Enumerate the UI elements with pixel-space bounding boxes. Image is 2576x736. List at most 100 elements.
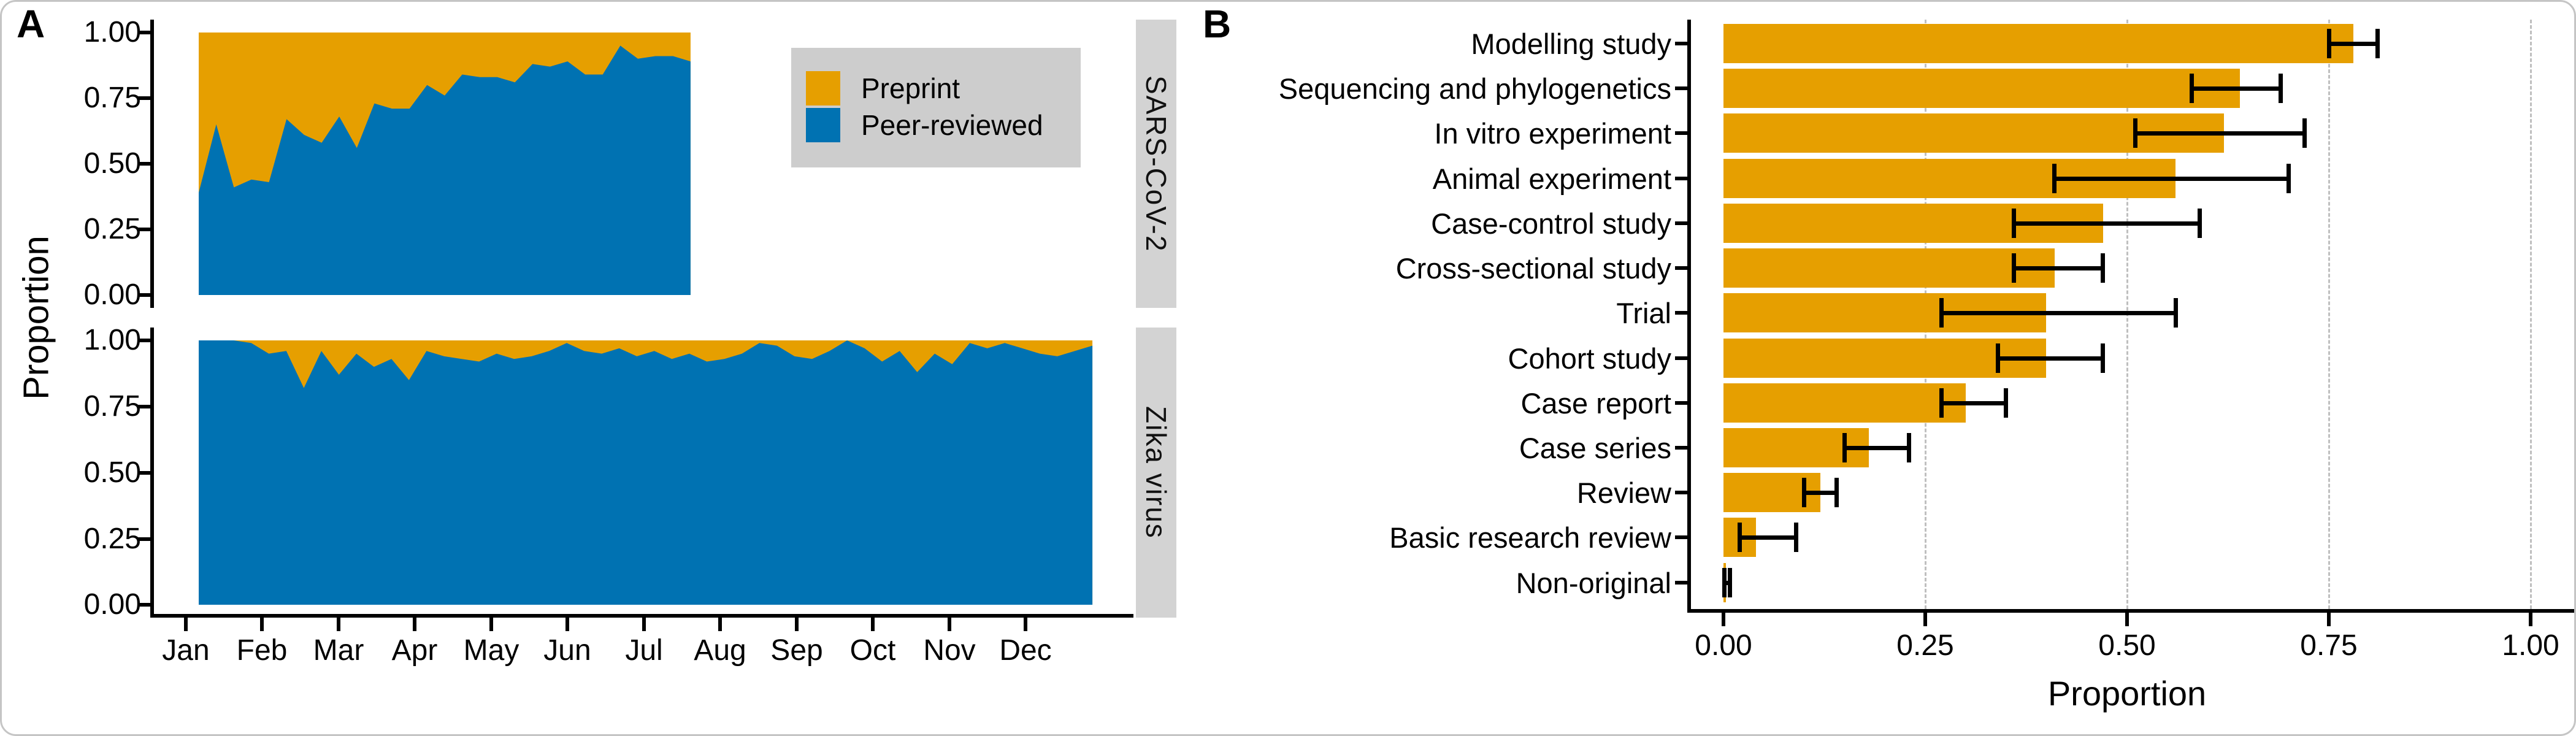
error-bar-cap-high: [2375, 29, 2380, 58]
error-bar-cap-high: [2004, 388, 2009, 418]
error-bar-line: [2191, 86, 2281, 91]
bar-row: Trial: [1616, 291, 2531, 335]
month-tick-mark: [795, 618, 799, 631]
legend: Preprint Peer-reviewed: [791, 48, 1081, 167]
panel-b-x-axis-title: Proportion: [2047, 674, 2207, 713]
bar-category-label: Review: [1576, 477, 1671, 510]
month-tick-label: Jun: [543, 634, 591, 667]
error-bar-line: [2329, 42, 2377, 46]
bar-category-label: Cohort study: [1508, 342, 1671, 375]
y-tick-mark: [138, 96, 150, 100]
b-x-tick-label: 1.00: [2502, 629, 2559, 662]
b-x-tick-mark: [1923, 613, 1927, 626]
b-x-tick-mark: [2529, 613, 2532, 626]
month-tick-label: Nov: [923, 634, 976, 667]
error-bar-line: [2014, 221, 2200, 226]
bar-category-label: Trial: [1616, 297, 1671, 330]
bar-row: Modelling study: [1471, 21, 2531, 66]
facet-sars-area-chart: [199, 33, 691, 296]
y-tick-mark: [138, 603, 150, 607]
y-tick-label: 1.00: [83, 16, 141, 48]
month-tick-label: Mar: [313, 634, 364, 667]
category-tick-mark: [1675, 535, 1687, 540]
bar: [1723, 383, 1966, 423]
month-tick-mark: [413, 618, 416, 631]
error-bar-cap-high: [2302, 118, 2307, 148]
error-bar-cap-high: [2197, 208, 2202, 238]
bar-row: Cohort study: [1508, 336, 2531, 381]
bar: [1723, 24, 2353, 63]
error-bar-cap-high: [1793, 523, 1798, 553]
error-bar-line: [1941, 401, 2006, 405]
error-bar-cap-low: [2012, 208, 2017, 238]
month-tick-label: Jan: [162, 634, 210, 667]
month-tick-mark: [489, 618, 493, 631]
error-bar-line: [1941, 311, 2175, 316]
error-bar-line: [2054, 176, 2289, 181]
b-x-tick-label: 0.25: [1896, 629, 1954, 662]
bar: [1723, 338, 2047, 378]
error-bar-line: [1998, 356, 2103, 361]
bar-category-label: Basic research review: [1389, 521, 1671, 554]
legend-swatch-peer-reviewed: [806, 108, 840, 142]
legend-swatch-preprint: [806, 71, 840, 105]
facet-zika-area-chart: [199, 340, 1093, 605]
error-bar-cap-high: [2173, 298, 2178, 328]
error-bar-cap-high: [1728, 567, 1732, 597]
category-tick-mark: [1675, 266, 1687, 270]
month-tick-label: Oct: [849, 634, 896, 667]
error-bar-cap-low: [2052, 163, 2057, 193]
category-tick-mark: [1675, 401, 1687, 405]
month-tick-label: Dec: [999, 634, 1052, 667]
category-tick-mark: [1675, 491, 1687, 495]
panel-a-label: A: [17, 2, 45, 46]
category-tick-mark: [1675, 221, 1687, 225]
bar-row: Sequencing and phylogenetics: [1279, 66, 2531, 111]
bar-row: Basic research review: [1389, 515, 2531, 560]
y-tick-mark: [138, 471, 150, 475]
y-tick-mark: [138, 537, 150, 541]
category-tick-mark: [1675, 356, 1687, 360]
y-tick-label: 0.50: [83, 147, 141, 180]
y-tick-label: 0.25: [83, 213, 141, 245]
b-x-tick-label: 0.00: [1695, 629, 1752, 662]
month-tick-label: May: [463, 634, 519, 667]
month-tick-label: Sep: [770, 634, 823, 667]
month-tick-mark: [565, 618, 569, 631]
y-tick-label: 0.75: [83, 82, 141, 114]
error-bar-cap-high: [2286, 163, 2291, 193]
category-tick-mark: [1675, 311, 1687, 315]
y-tick-mark: [138, 339, 150, 342]
bar-category-label: Modelling study: [1471, 28, 1671, 60]
bar-row: In vitro experiment: [1434, 111, 2531, 156]
facet-strip-zika-label: Zika virus: [1140, 406, 1172, 539]
bar-row: Cross-sectional study: [1396, 246, 2531, 291]
error-bar-line: [2014, 266, 2103, 271]
bar-row: Animal experiment: [1433, 156, 2531, 201]
y-tick-label: 0.00: [83, 588, 141, 621]
panel-b-label: B: [1203, 2, 1232, 46]
gridline: [2328, 20, 2330, 609]
error-bar-cap-low: [2326, 29, 2331, 58]
error-bar-cap-low: [1842, 432, 1847, 462]
month-tick-mark: [184, 618, 188, 631]
bar-row: Case series: [1519, 426, 2531, 470]
month-tick-mark: [871, 618, 875, 631]
y-tick-label: 0.25: [83, 523, 141, 555]
month-tick-label: Jul: [625, 634, 663, 667]
gridline: [2529, 20, 2532, 609]
category-tick-mark: [1675, 42, 1687, 45]
facet-zika-y-axis-line: [150, 328, 154, 618]
bar: [1723, 69, 2241, 109]
error-bar-cap-high: [2101, 343, 2105, 373]
error-bar-cap-high: [2278, 74, 2283, 104]
facet-sars-y-axis-line: [150, 20, 154, 308]
error-bar-cap-low: [2189, 74, 2194, 104]
error-bar-cap-high: [1907, 432, 1912, 462]
y-tick-mark: [138, 293, 150, 297]
legend-label-preprint: Preprint: [861, 72, 960, 104]
facet-strip-sars-label: SARS-CoV-2: [1140, 75, 1172, 253]
month-tick-mark: [260, 618, 264, 631]
y-tick-label: 0.00: [83, 278, 141, 311]
error-bar-cap-low: [1802, 478, 1807, 508]
